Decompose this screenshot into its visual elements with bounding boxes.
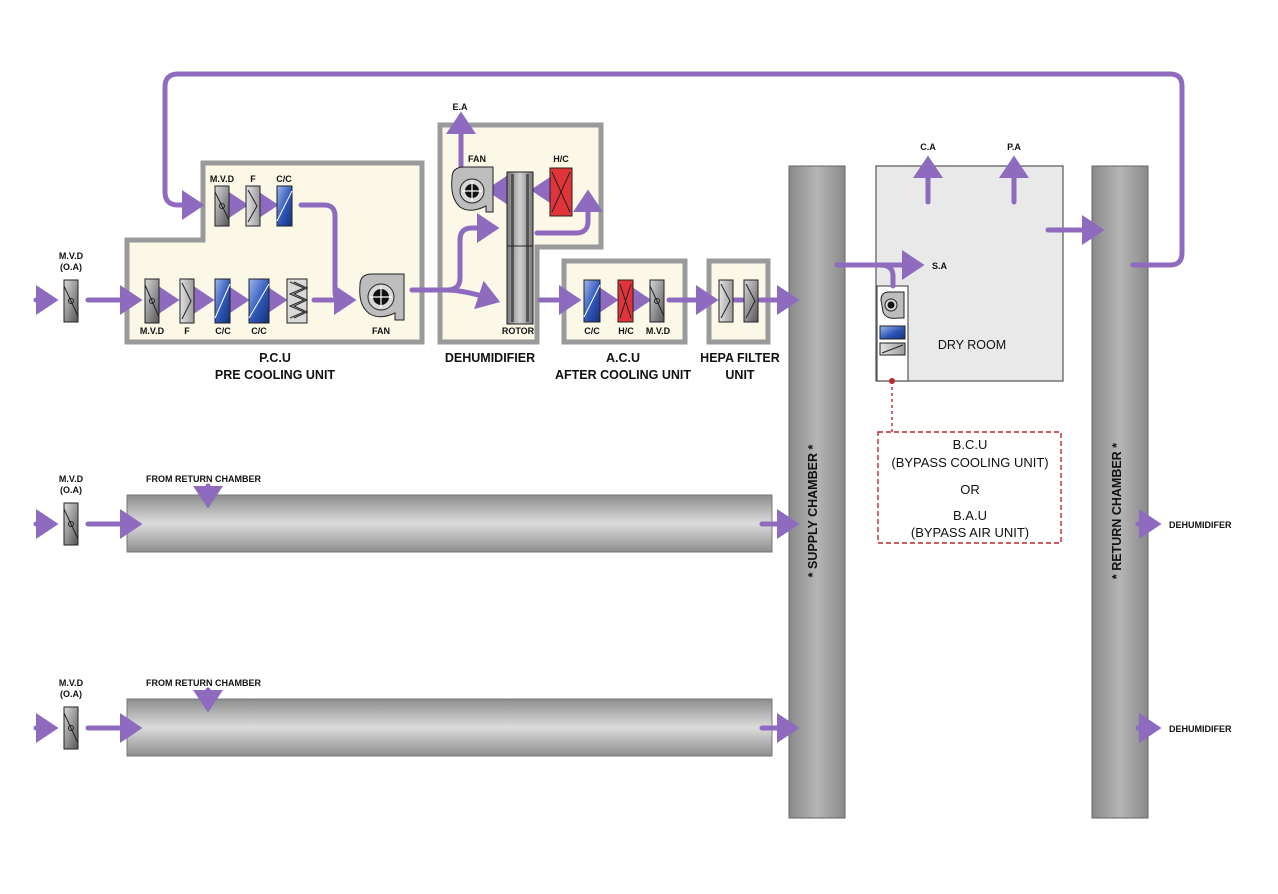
pcu-cc2-label: C/C — [251, 326, 267, 336]
pcu-top-mvd-label: M.V.D — [210, 174, 235, 184]
pcu-top-cooling-coil — [276, 185, 293, 227]
pcu-mvd-label: M.V.D — [140, 326, 165, 336]
dehum-fan — [451, 166, 494, 213]
bcu-full-label: (BYPASS COOLING UNIT) — [891, 455, 1048, 470]
acu-hc-label: H/C — [618, 326, 634, 336]
hepa-filter-2 — [743, 279, 759, 323]
pcu-full-name: PRE COOLING UNIT — [215, 368, 336, 382]
pcu-top-f-label: F — [250, 174, 256, 184]
acu-cooling-coil — [583, 279, 601, 323]
supply-chamber-label: * SUPPLY CHAMBER * — [806, 445, 820, 578]
pcu-name: P.C.U — [259, 351, 291, 365]
return-2-label: FROM RETURN CHAMBER — [146, 678, 261, 688]
dehum-hc-label: H/C — [553, 154, 569, 164]
outlet-1-label: DEHUMIDIFER — [1169, 520, 1232, 530]
bypass-callout — [877, 431, 1062, 544]
pcu-mist-eliminator — [286, 278, 309, 324]
pcu-damper — [144, 278, 160, 324]
inlet-2-mvd-label: M.V.D — [59, 474, 84, 484]
return-chamber-label: * RETURN CHAMBER * — [1110, 443, 1124, 579]
hepa-filter-1 — [718, 279, 734, 323]
acu-cc-label: C/C — [584, 326, 600, 336]
inlet-damper-2 — [63, 502, 79, 546]
pcu-cooling-coil-1 — [214, 278, 231, 324]
bypass-filter — [879, 342, 906, 356]
pa-label: P.A — [1007, 142, 1021, 152]
return-bar-1 — [126, 494, 773, 553]
return-bar-2 — [126, 698, 773, 757]
pcu-top-cc-label: C/C — [276, 174, 292, 184]
pcu-fan-label: FAN — [372, 326, 390, 336]
bypass-fan — [880, 291, 905, 319]
acu-full-name: AFTER COOLING UNIT — [555, 368, 691, 382]
acu-mvd-label: M.V.D — [646, 326, 671, 336]
bypass-coil — [879, 325, 906, 340]
bau-label: B.A.U — [953, 508, 987, 523]
sa-label: S.A — [932, 261, 948, 271]
inlet-damper-1 — [63, 279, 79, 323]
pcu-cc1-label: C/C — [215, 326, 231, 336]
bau-full-label: (BYPASS AIR UNIT) — [911, 525, 1029, 540]
hepa-line2: UNIT — [725, 368, 755, 382]
inlet-1-oa-label: (O.A) — [60, 262, 82, 272]
acu-name: A.C.U — [606, 351, 640, 365]
dehum-rotor — [506, 171, 534, 325]
dry-room-name: DRY ROOM — [938, 338, 1006, 352]
return-chamber — [1091, 165, 1149, 819]
inlet-3-mvd-label: M.V.D — [59, 678, 84, 688]
pcu-top-damper — [214, 185, 230, 227]
pcu-fan — [359, 273, 405, 321]
acu-heating-coil — [617, 279, 634, 323]
outlet-2-label: DEHUMIDIFER — [1169, 724, 1232, 734]
pcu-filter — [179, 278, 195, 324]
supply-chamber — [788, 165, 846, 819]
inlet-2-oa-label: (O.A) — [60, 485, 82, 495]
pcu-cooling-coil-2 — [248, 278, 270, 324]
pcu-f-label: F — [184, 326, 190, 336]
pcu-top-filter — [245, 185, 261, 227]
inlet-damper-3 — [63, 706, 79, 750]
inlet-1-mvd-label: M.V.D — [59, 251, 84, 261]
ca-label: C.A — [920, 142, 936, 152]
return-1-label: FROM RETURN CHAMBER — [146, 474, 261, 484]
bypass-leader-dot — [889, 378, 895, 384]
rotor-label: ROTOR — [502, 326, 535, 336]
bcu-label: B.C.U — [953, 437, 988, 452]
dehum-heating-coil — [549, 167, 573, 217]
or-label: OR — [960, 482, 980, 497]
acu-damper — [649, 279, 665, 323]
ea-label: E.A — [452, 102, 468, 112]
flow-lines — [33, 71, 1185, 743]
dehum-fan-label: FAN — [468, 154, 486, 164]
inlet-3-oa-label: (O.A) — [60, 689, 82, 699]
hepa-line1: HEPA FILTER — [700, 351, 780, 365]
dehumidifier-name: DEHUMIDIFIER — [445, 351, 535, 365]
